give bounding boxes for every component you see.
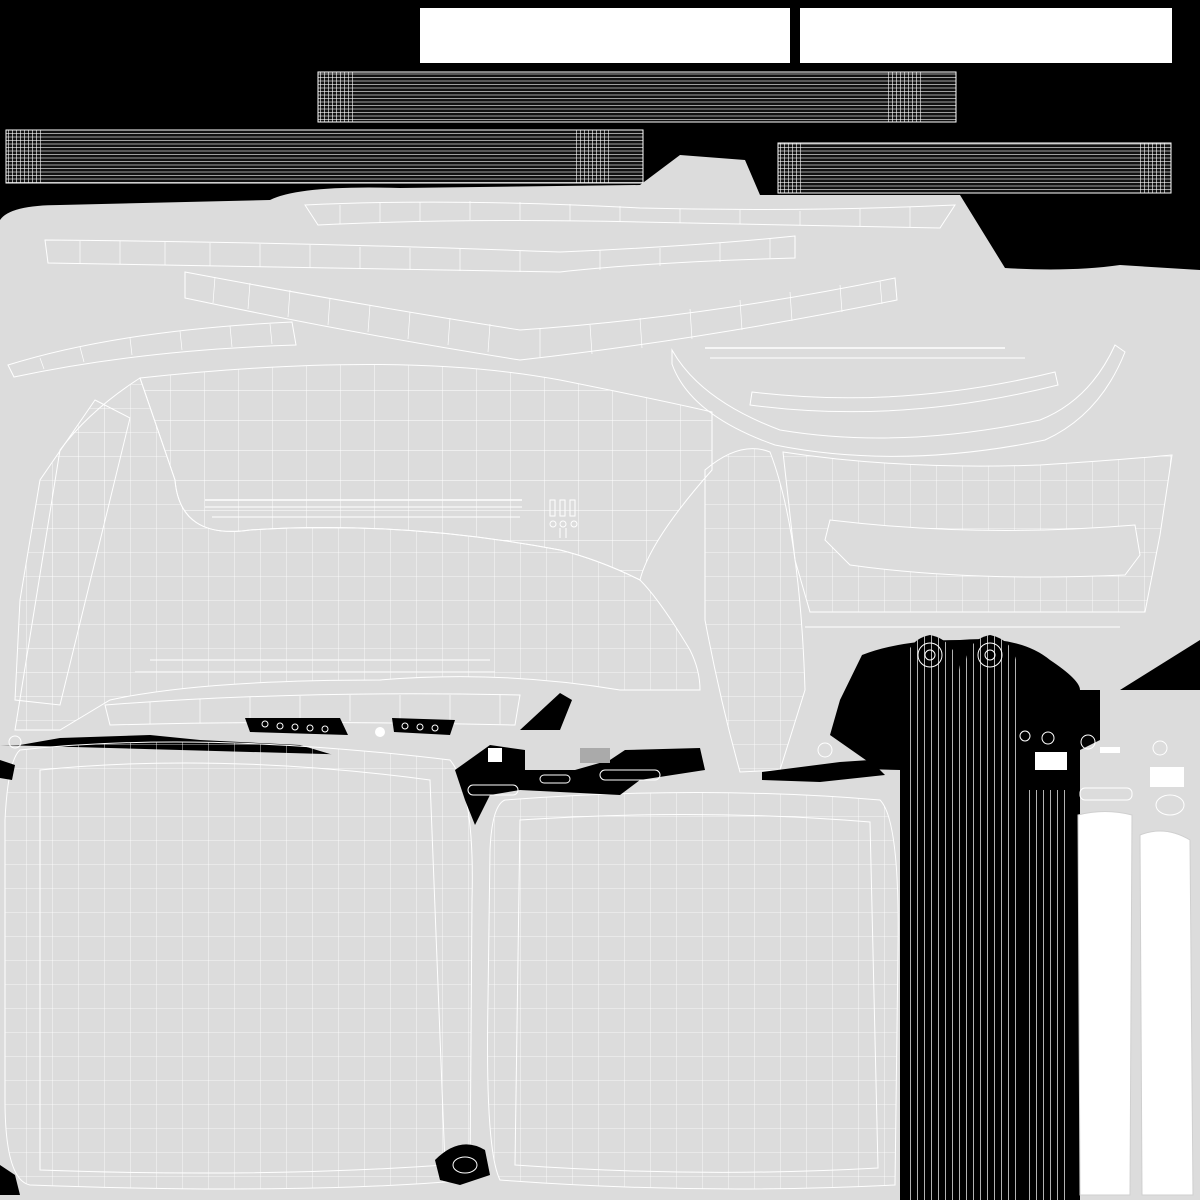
lower-left-panel <box>4 741 473 1190</box>
top-strip-1 <box>420 8 790 63</box>
dark-strip-2 <box>5 129 644 184</box>
dark-strip-3 <box>777 142 1172 194</box>
right-hole-panel <box>782 451 1173 613</box>
arc-strip-right <box>671 344 1126 457</box>
curved-strip-c <box>184 271 898 361</box>
small-curve-strip <box>7 321 297 378</box>
right-small-parts <box>1019 730 1185 816</box>
curved-strip-b <box>44 235 796 273</box>
right-vertical-panel <box>704 448 806 773</box>
dark-vertical-strip-3 <box>1023 790 1070 1200</box>
dark-strip-1 <box>317 71 957 123</box>
curved-strip-b-lines <box>79 238 771 272</box>
small-dark-pieces <box>0 693 885 1195</box>
dark-vertical-strip-2 <box>965 635 1018 1200</box>
white-vertical-strip-1 <box>1077 811 1133 1196</box>
top-strip-2 <box>800 8 1172 63</box>
small-curve-strip-lines <box>39 323 273 370</box>
dark-vertical-strip-1 <box>905 635 960 1200</box>
curved-strip-a-lines <box>339 201 911 227</box>
lower-center-panel <box>487 792 899 1190</box>
bottom-arc-band-lines <box>149 695 501 724</box>
small-pins-cluster <box>549 499 578 538</box>
curved-strip-a <box>304 201 956 229</box>
bottom-arc-band <box>104 693 521 726</box>
white-vertical-strip-2 <box>1139 830 1194 1196</box>
arc-strip-right-inner <box>749 371 1059 413</box>
curved-strip-c-lines <box>212 276 883 357</box>
big-curved-panel <box>14 363 713 731</box>
